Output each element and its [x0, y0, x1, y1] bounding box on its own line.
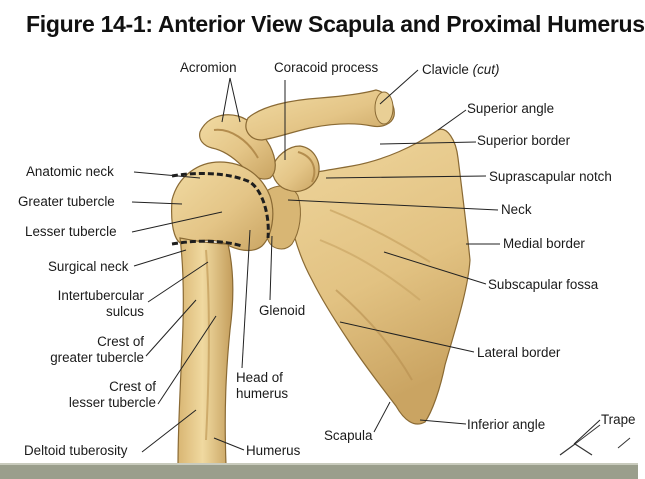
label-clavicle-note: (cut) — [472, 62, 500, 77]
label-glenoid: Glenoid — [259, 303, 306, 318]
label-scapula: Scapula — [324, 428, 373, 443]
label-clavicle: Clavicle (cut) — [422, 62, 499, 78]
label-neck: Neck — [501, 202, 532, 217]
label-crest-greater-line2: greater tubercle — [50, 350, 144, 365]
label-crest-lesser-line2: lesser tubercle — [68, 395, 156, 410]
label-lateral-border: Lateral border — [477, 345, 561, 360]
label-surgical-neck: Surgical neck — [48, 259, 129, 274]
label-intertubercular-line1: Intertubercular — [57, 288, 144, 303]
figure-title: Figure 14-1: Anterior View Scapula and P… — [26, 11, 645, 37]
label-humerus: Humerus — [246, 443, 301, 458]
label-crest-lesser-tubercle: Crest of lesser tubercle — [40, 379, 156, 411]
label-lesser-tubercle: Lesser tubercle — [25, 224, 117, 239]
label-anatomic-neck: Anatomic neck — [26, 164, 114, 179]
label-intertubercular-line2: sulcus — [106, 304, 144, 319]
label-medial-border: Medial border — [503, 236, 585, 251]
label-crest-lesser-line1: Crest of — [109, 379, 156, 394]
footer-highlight — [0, 463, 638, 465]
surgical-neck-line — [171, 239, 243, 248]
footer-bar — [0, 465, 638, 479]
label-deltoid-tuberosity: Deltoid tuberosity — [24, 443, 128, 458]
label-greater-tubercle: Greater tubercle — [18, 194, 115, 209]
anatomic-neck-line — [171, 172, 270, 239]
label-crest-greater-tubercle: Crest of greater tubercle — [24, 334, 144, 366]
label-clavicle-text: Clavicle — [422, 62, 469, 77]
label-head-humerus-line1: Head of — [236, 370, 283, 385]
label-inferior-angle: Inferior angle — [467, 417, 546, 432]
clavicle-bone — [245, 89, 395, 141]
humerus-shaft — [177, 237, 234, 466]
coracoid-bone — [271, 145, 320, 193]
label-acromion: Acromion — [180, 60, 237, 75]
label-head-humerus-line2: humerus — [236, 386, 289, 401]
label-crest-greater-line1: Crest of — [97, 334, 144, 349]
label-trapezius-partial: Trape — [601, 412, 636, 427]
label-coracoid-process: Coracoid process — [274, 60, 379, 75]
label-subscapular-fossa: Subscapular fossa — [488, 277, 599, 292]
leader-lines — [131, 69, 601, 453]
label-superior-border: Superior border — [477, 133, 571, 148]
label-superior-angle: Superior angle — [467, 101, 555, 116]
label-suprascapular-notch: Suprascapular notch — [489, 169, 612, 184]
label-intertubercular-sulcus: Intertubercular sulcus — [30, 288, 144, 320]
label-head-of-humerus: Head of humerus — [236, 370, 288, 402]
scapula-bone — [289, 128, 471, 425]
